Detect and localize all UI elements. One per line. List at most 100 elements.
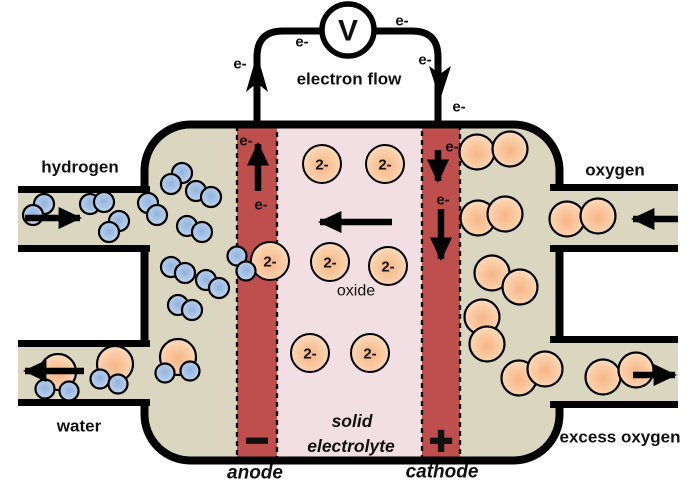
pipe-wall-top — [550, 336, 678, 343]
cathode-sign: + — [429, 419, 452, 463]
h2-atom-at-anode — [235, 260, 257, 282]
atom-circle — [458, 133, 496, 171]
voltmeter-label: V — [338, 15, 358, 48]
water-layer — [34, 337, 201, 402]
wire-arrowhead-down — [429, 66, 451, 100]
atom-circle — [92, 190, 116, 214]
o2-molecule — [459, 195, 524, 237]
o2-layer — [458, 130, 655, 397]
oxide-label: oxide — [337, 283, 375, 300]
atom-circle — [501, 268, 539, 306]
cell-border — [140, 120, 564, 465]
electron-label-cathode-mid: e- — [436, 192, 449, 209]
atom-circle — [154, 362, 176, 384]
atom-circle — [180, 298, 204, 322]
pipe-wall-bottom — [18, 245, 150, 252]
o2-molecule — [458, 130, 529, 171]
voltmeter — [319, 1, 377, 59]
oxide-ion: 2- — [310, 242, 350, 282]
atom-circle — [58, 380, 80, 402]
atom-circle — [584, 358, 622, 396]
atom-circle — [368, 246, 408, 286]
atom-circle — [491, 130, 529, 168]
h2-molecule — [159, 161, 194, 196]
h2-layer — [21, 161, 231, 322]
water-label: water — [56, 417, 102, 436]
pipe-wall-top — [18, 186, 150, 193]
oxide-ion: 2- — [290, 333, 330, 373]
cathode-label: cathode — [406, 462, 479, 483]
labels: hydrogen water oxygen excess oxygen elec… — [41, 13, 680, 484]
o2-molecule — [463, 298, 506, 363]
h2-molecule — [175, 214, 214, 244]
electron-label-circuit-bottomright: e- — [452, 99, 465, 116]
water-molecule — [154, 337, 201, 384]
o2-molecule — [473, 254, 539, 306]
pipe-wall-bottom — [550, 245, 678, 252]
oxide-ion: 2- — [368, 246, 408, 286]
wire-right — [372, 27, 442, 127]
atom-circle — [107, 373, 129, 395]
anode-sign: − — [245, 419, 268, 463]
o2-molecule — [548, 197, 617, 238]
atom-circle — [145, 203, 169, 227]
atom-circle — [199, 185, 223, 209]
h2-molecule — [97, 209, 131, 244]
o2-molecule — [500, 350, 564, 397]
electron-label-circuit-topright: e- — [395, 13, 408, 30]
oxide-ion-charge-label: 2- — [363, 346, 376, 363]
atom-circle — [190, 220, 214, 244]
electron-label-circuit-left: e- — [233, 56, 246, 73]
atom-circle — [579, 197, 617, 235]
hydrogen-label: hydrogen — [41, 158, 118, 177]
atom-circle — [179, 360, 201, 382]
anode-label: anode — [227, 463, 283, 484]
atom-circle — [235, 260, 257, 282]
atom-circle — [486, 195, 524, 233]
excess-oxygen-label: excess oxygen — [560, 428, 681, 447]
electron-label-anode-top: e- — [239, 133, 252, 150]
oxide-ion-charge-label: 2- — [378, 157, 391, 174]
external-circuit: V — [246, 1, 451, 127]
oxide-ion: 2- — [250, 241, 290, 281]
oxide-ion-charge-label: 2- — [323, 255, 336, 272]
water-molecule — [89, 344, 135, 395]
oxide-ion: 2- — [350, 333, 390, 373]
atom-circle — [548, 200, 586, 238]
o2-molecule — [584, 351, 655, 396]
atom-circle — [159, 172, 183, 196]
pipe-wall-bottom — [18, 399, 150, 406]
atom-circle — [526, 350, 564, 388]
atom-circle — [89, 368, 111, 390]
atom-circle — [250, 241, 290, 281]
atom-circle — [290, 333, 330, 373]
h2-molecule — [78, 190, 116, 216]
oxygen-label: oxygen — [585, 161, 645, 180]
oxide-ion-charge-label: 2- — [263, 254, 276, 271]
atom-circle — [302, 144, 342, 184]
atom-circle — [310, 242, 350, 282]
ion-layer: 2- 2- 2- 2- 2- 2- 2- — [226, 144, 408, 373]
atom-circle — [617, 351, 655, 389]
pipe-wall-bottom — [550, 401, 678, 408]
h2-molecule — [166, 293, 204, 322]
solid-electrolyte-label-line2: electrolyte — [307, 436, 395, 456]
oxide-ion-charge-label: 2- — [381, 259, 394, 276]
h2-molecule — [194, 268, 231, 300]
atom-circle — [350, 333, 390, 373]
h2-molecule — [184, 179, 223, 209]
atom-circle — [173, 261, 197, 285]
electrolyte-region — [277, 127, 422, 458]
oxide-ion: 2- — [302, 144, 342, 184]
oxide-ion: 2- — [365, 144, 405, 184]
electron-flow-label: electron flow — [297, 70, 403, 89]
pipe-wall-top — [18, 340, 150, 347]
electron-label-circuit-right: e- — [418, 52, 431, 69]
electron-label-cathode-top: e- — [445, 139, 458, 156]
oxide-ion-charge-label: 2- — [315, 157, 328, 174]
oxide-ion-charge-label: 2- — [303, 346, 316, 363]
atom-circle — [468, 325, 506, 363]
atom-circle — [365, 144, 405, 184]
